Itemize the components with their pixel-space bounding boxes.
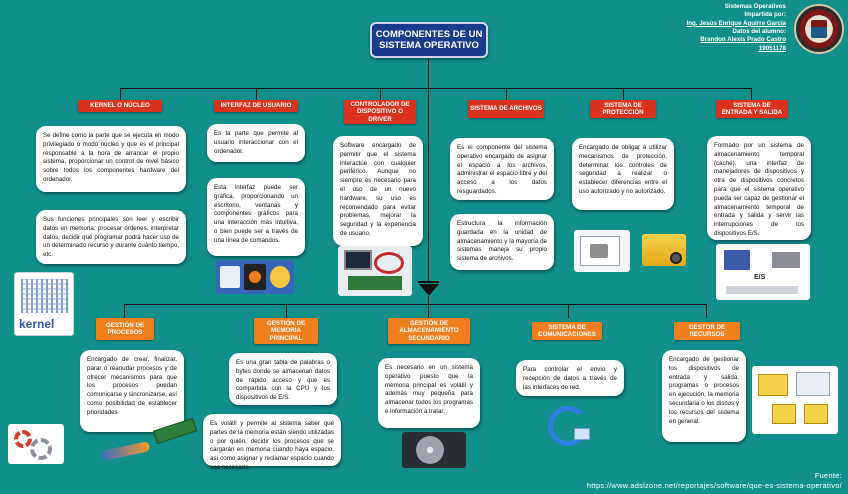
play-icon	[249, 271, 261, 283]
bottom-horizontal-line	[124, 304, 706, 305]
bottom-drop-3	[428, 296, 429, 318]
category-driver: CONTROLADOR DE DISPOSITIVO O DRIVER	[344, 100, 416, 124]
center-stem	[428, 88, 429, 282]
top-drop-2	[256, 88, 257, 100]
kernel-logo-text: kernel	[19, 317, 55, 331]
lock-icon	[670, 252, 682, 264]
driver-description-box: Software encargado de permitir que el si…	[333, 136, 423, 246]
recursos-description-box: Encargado de gestionar los dispositivos …	[662, 350, 746, 442]
kernel-functions-box: Sus funciones principales son leer y esc…	[36, 210, 186, 264]
category-gestion-procesos: GESTIÓN DE PROCESOS	[96, 318, 154, 340]
course-name: Sistemas Operativos	[724, 3, 786, 10]
computer-icon	[724, 250, 750, 270]
arrow-bar	[418, 281, 439, 283]
procesos-timeline-image	[100, 438, 154, 464]
interfaz-icons-image	[216, 260, 294, 294]
almacenamiento-disk-image	[402, 432, 466, 468]
es-label: E/S	[754, 274, 766, 281]
source-label: Fuente:	[814, 471, 842, 481]
keyboard-icon	[726, 286, 798, 294]
category-entrada-salida: SISTEMA DE ENTRADA Y SALIDA	[716, 100, 788, 118]
top-horizontal-line	[120, 88, 752, 89]
network-cable-icon	[548, 406, 588, 446]
gear-red-icon	[14, 430, 32, 448]
taught-by-label: Impartida por:	[744, 11, 786, 19]
circuit-board-icon	[348, 276, 402, 290]
memoria-description-box: Es una gran tabla de palabras o bytes do…	[229, 353, 337, 405]
kernel-logo: kernel	[14, 272, 74, 336]
memoria-chip-image	[150, 416, 200, 450]
archivos-structure-box: Estructura la información guardada en la…	[450, 214, 554, 270]
student-name: Brandon Alexis Prado Castro	[700, 36, 786, 44]
folder-user-icon	[804, 404, 828, 424]
top-drop-1	[120, 88, 121, 100]
bottom-drop-4	[568, 304, 569, 318]
memoria-detail-box: Es volátil y permite al sistema saber qu…	[203, 414, 341, 471]
source-url[interactable]: https://www.adslzone.net/reportajes/soft…	[586, 481, 842, 491]
gear-gray-icon	[30, 438, 52, 460]
procesos-gears-image	[8, 424, 64, 464]
timeline-arrow-icon	[101, 441, 151, 461]
student-id: 19051178	[758, 44, 786, 52]
bottom-drop-1	[124, 304, 125, 318]
top-drop-3	[380, 88, 381, 100]
rj45-plug-icon	[574, 428, 590, 440]
entrada-salida-description-box: Formado por un sistema de almacenamiento…	[707, 136, 811, 240]
category-gestion-memoria: GESTIÓN DE MEMORIA PRINCIPAL	[254, 318, 318, 344]
monitor-icon	[344, 250, 372, 270]
top-drop-5	[623, 88, 624, 100]
app-window-icon	[220, 266, 240, 288]
cable-icon	[374, 252, 404, 274]
folder-lock-icon	[772, 404, 796, 424]
institution-seal-icon	[794, 4, 844, 54]
interfaz-detail-box: Esta interfaz puede ser gráfica, proporc…	[207, 178, 305, 256]
archivos-folder-image	[574, 230, 630, 272]
user-gear-icon	[270, 266, 290, 288]
comunicaciones-description-box: Para controlar el envío y recepción de d…	[516, 360, 624, 396]
source-footer: Fuente: https://www.adslzone.net/reporta…	[587, 471, 842, 491]
category-kernel: KERNEL O NÚCLEO	[78, 100, 162, 112]
comunicaciones-cable-image	[538, 398, 600, 458]
bottom-drop-5	[706, 304, 707, 318]
almacenamiento-description-box: Es necesario en un sistema operativo pue…	[378, 358, 480, 428]
recursos-folders-image	[752, 366, 838, 434]
category-sistema-comunicaciones: SISTEMA DE COMUNICACIONES	[532, 322, 602, 340]
top-drop-6	[751, 88, 752, 100]
folder-icon	[590, 244, 608, 258]
procesos-description-box: Encargado de crear, finalizar, parar o r…	[80, 350, 184, 432]
driver-peripherals-image	[338, 246, 412, 296]
folder-window-icon-2	[796, 372, 830, 396]
category-gestion-almacenamiento: GESTIÓN DE ALMACENAMIENTO SECUNDARIO	[388, 318, 470, 344]
bottom-drop-2	[286, 304, 287, 318]
hard-disk-icon	[416, 436, 444, 464]
binary-pattern	[21, 279, 69, 313]
folder-window-icon-1	[758, 374, 788, 396]
teacher-name: Ing. Jesús Enrique Aguirre García	[686, 19, 787, 27]
top-drop-4	[506, 88, 507, 100]
printer-icon	[772, 252, 800, 268]
proteccion-folder-lock-image	[640, 228, 690, 272]
archivos-description-box: Es el componente del sistema operativo e…	[450, 138, 554, 200]
page-title: COMPONENTES DE UN SISTEMA OPERATIVO	[370, 22, 488, 58]
entrada-salida-devices-image: E/S	[716, 244, 810, 300]
proteccion-description-box: Encargado de obligar a utilizar mecanism…	[572, 138, 674, 210]
credits-block: Sistemas Operativos Impartida por: Ing. …	[616, 3, 787, 53]
category-archivos: SISTEMA DE ARCHIVOS	[468, 100, 544, 118]
category-interfaz: INTERFAZ DE USUARIO	[214, 100, 298, 112]
category-proteccion: SISTEMA DE PROTECCIÓN	[590, 100, 656, 118]
interfaz-description-box: Es la parte que permite al usuario inter…	[207, 124, 305, 162]
down-arrow-icon	[419, 284, 439, 296]
ram-chip-icon	[152, 417, 198, 445]
title-stem	[428, 58, 429, 88]
category-gestor-recursos: GESTOR DE RECURSOS	[674, 322, 740, 340]
student-label: Datos del alumno:	[732, 28, 786, 36]
kernel-description-box: Se define como la parte que se ejecuta e…	[36, 126, 186, 192]
